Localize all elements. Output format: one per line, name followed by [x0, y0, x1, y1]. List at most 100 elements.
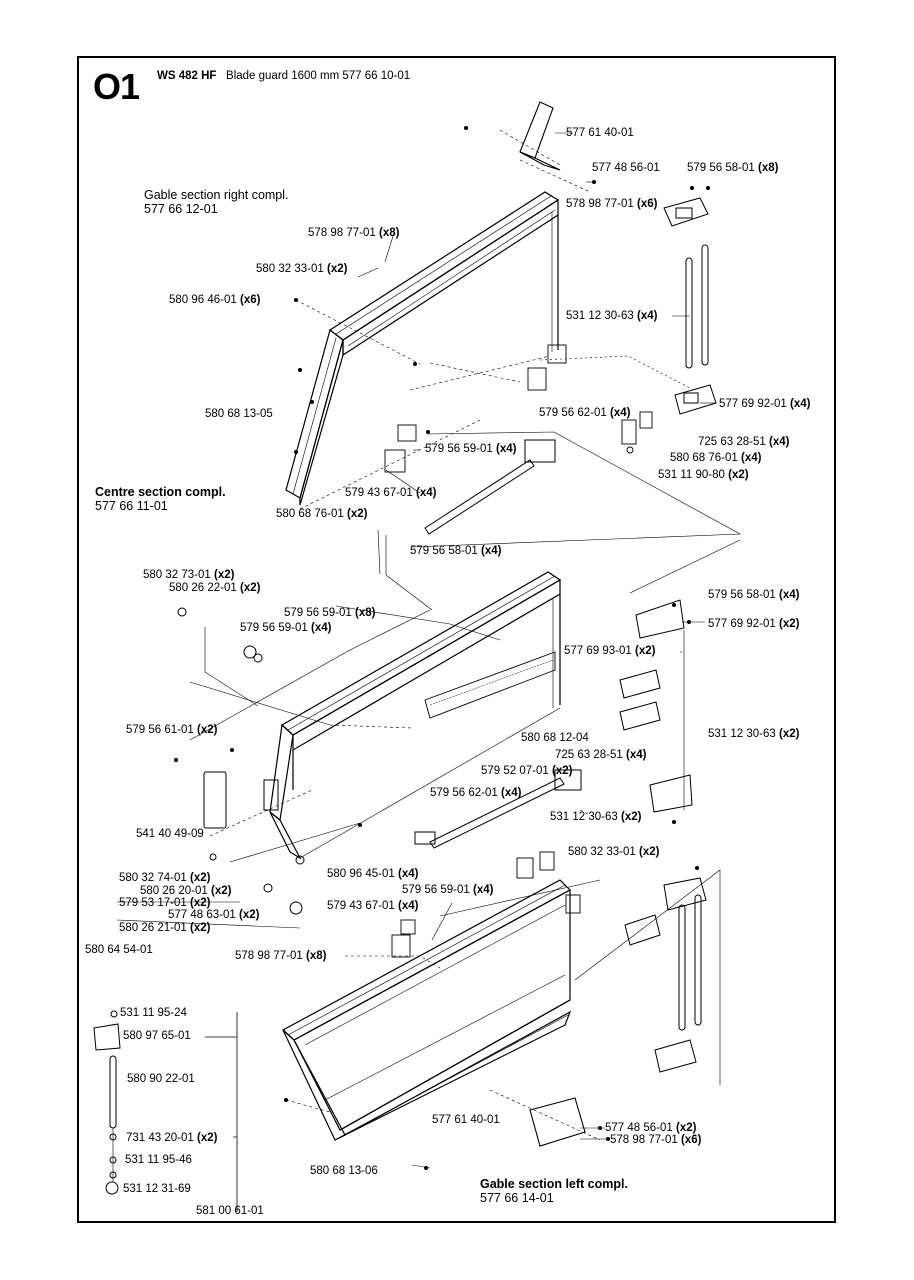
part-number: 579 56 61-01	[126, 724, 194, 736]
part-callout: 579 43 67-01 (x4)	[327, 900, 418, 913]
gable-section-left	[281, 879, 572, 1141]
section-title: Gable section right compl.	[144, 188, 289, 202]
heading-part-number: 577 66 10-01	[342, 70, 411, 82]
part-quantity: (x8)	[355, 607, 376, 619]
part-number: 579 43 67-01	[327, 900, 395, 912]
part-callout: 579 52 07-01 (x2)	[481, 765, 572, 778]
part-number: 731 43 20-01	[126, 1132, 194, 1144]
part-quantity: (x2)	[190, 897, 211, 909]
section-part-number: 577 66 14-01	[480, 1191, 554, 1205]
part-callout: 577 48 63-01 (x2)	[168, 909, 259, 922]
part-number: 579 56 59-01	[284, 607, 352, 619]
part-quantity: (x2)	[190, 922, 211, 934]
part-quantity: (x4)	[741, 452, 762, 464]
part-callout: 577 61 40-01	[566, 127, 634, 140]
part-callout: 577 48 56-01	[592, 162, 660, 175]
part-number: 531 12 31-69	[123, 1183, 191, 1195]
diagram-frame	[77, 56, 836, 1223]
part-number: 580 32 33-01	[256, 263, 324, 275]
part-callout: 577 69 93-01 (x2)	[564, 645, 655, 658]
clamp-top-right	[663, 197, 709, 227]
part-quantity: (x2)	[214, 569, 235, 581]
part-quantity: (x4)	[398, 900, 419, 912]
part-number: 580 68 76-01	[670, 452, 738, 464]
part-callout: 579 56 61-01 (x2)	[126, 724, 217, 737]
part-number: 580 26 20-01	[140, 885, 208, 897]
part-number: 577 61 40-01	[432, 1114, 500, 1126]
part-callout: 578 98 77-01 (x8)	[308, 227, 399, 240]
part-quantity: (x4)	[501, 787, 522, 799]
part-callout: 580 32 74-01 (x2)	[119, 872, 210, 885]
part-number: 531 11 95-24	[120, 1007, 187, 1019]
section-centre: Centre section compl. 577 66 11-01	[95, 485, 226, 513]
part-callout: 579 56 59-01 (x4)	[240, 622, 331, 635]
part-number: 579 43 67-01	[345, 487, 413, 499]
part-quantity: (x2)	[639, 846, 660, 858]
part-number: 578 98 77-01	[308, 227, 376, 239]
part-number: 577 69 93-01	[564, 645, 632, 657]
part-quantity: (x8)	[379, 227, 400, 239]
part-callout: 580 26 20-01 (x2)	[140, 885, 231, 898]
part-callout: 580 90 22-01	[127, 1073, 195, 1086]
part-number: 725 63 28-51	[555, 749, 623, 761]
part-callout: 580 68 13-05	[205, 408, 273, 421]
part-number: 580 32 33-01	[568, 846, 636, 858]
part-quantity: (x6)	[240, 294, 261, 306]
part-quantity: (x2)	[211, 885, 232, 897]
part-callout: 579 56 62-01 (x4)	[539, 407, 630, 420]
pivot-assembly	[621, 411, 653, 454]
part-number: 580 64 54-01	[85, 944, 153, 956]
bracket-group	[384, 344, 567, 473]
part-quantity: (x2)	[552, 765, 573, 777]
part-callout: 577 69 92-01 (x4)	[719, 398, 810, 411]
fastener-dots	[174, 126, 710, 1170]
part-quantity: (x2)	[779, 728, 800, 740]
part-callout: 579 56 62-01 (x4)	[430, 787, 521, 800]
part-quantity: (x2)	[621, 811, 642, 823]
part-number: 531 12 30-63	[566, 310, 634, 322]
part-number: 577 48 56-01	[592, 162, 660, 174]
part-callout: 531 11 95-24	[120, 1007, 187, 1020]
part-quantity: (x4)	[779, 589, 800, 601]
part-quantity: (x4)	[637, 310, 658, 322]
part-number: 725 63 28-51	[698, 436, 766, 448]
part-callout: 580 32 33-01 (x2)	[256, 263, 347, 276]
part-number: 578 98 77-01	[235, 950, 303, 962]
section-title: Centre section compl.	[95, 485, 226, 499]
bracket-group-left	[391, 851, 581, 958]
part-quantity: (x2)	[197, 1132, 218, 1144]
part-callout: 531 11 90-80 (x2)	[658, 469, 749, 482]
part-quantity: (x2)	[347, 508, 368, 520]
section-part-number: 577 66 12-01	[144, 202, 218, 216]
part-quantity: (x4)	[311, 622, 332, 634]
part-number: 580 97 65-01	[123, 1030, 191, 1042]
part-callout: 580 26 22-01 (x2)	[169, 582, 260, 595]
part-number: 580 68 13-06	[310, 1165, 378, 1177]
part-quantity: (x4)	[769, 436, 790, 448]
part-callout: 577 48 56-01 (x2)	[605, 1122, 696, 1135]
shaft-lower	[414, 769, 582, 849]
bottom-arm-left	[489, 1089, 601, 1147]
leader-lines-centre	[189, 529, 741, 863]
part-quantity: (x2)	[635, 645, 656, 657]
part-number: 580 96 45-01	[327, 868, 395, 880]
part-callout: 580 26 21-01 (x2)	[119, 922, 210, 935]
part-number: 580 32 74-01	[119, 872, 187, 884]
leader-lines	[295, 132, 742, 611]
part-callout: 531 12 30-63 (x2)	[550, 811, 641, 824]
centre-section	[269, 571, 562, 860]
part-quantity: (x2)	[239, 909, 260, 921]
section-gable-right: Gable section right compl. 577 66 12-01	[144, 188, 289, 216]
part-number: 579 56 58-01	[708, 589, 776, 601]
part-callout: 579 56 59-01 (x4)	[402, 884, 493, 897]
section-gable-left: Gable section left compl. 577 66 14-01	[480, 1177, 628, 1205]
rods-left	[624, 877, 707, 1073]
part-number: 580 32 73-01	[143, 569, 211, 581]
part-callout: 731 43 20-01 (x2)	[126, 1132, 217, 1145]
part-quantity: (x8)	[306, 950, 327, 962]
part-quantity: (x2)	[240, 582, 261, 594]
part-callout: 579 43 67-01 (x4)	[345, 487, 436, 500]
part-quantity: (x4)	[473, 884, 494, 896]
sub-assembly-lower-left	[93, 1010, 238, 1212]
part-number: 580 68 13-05	[205, 408, 273, 420]
